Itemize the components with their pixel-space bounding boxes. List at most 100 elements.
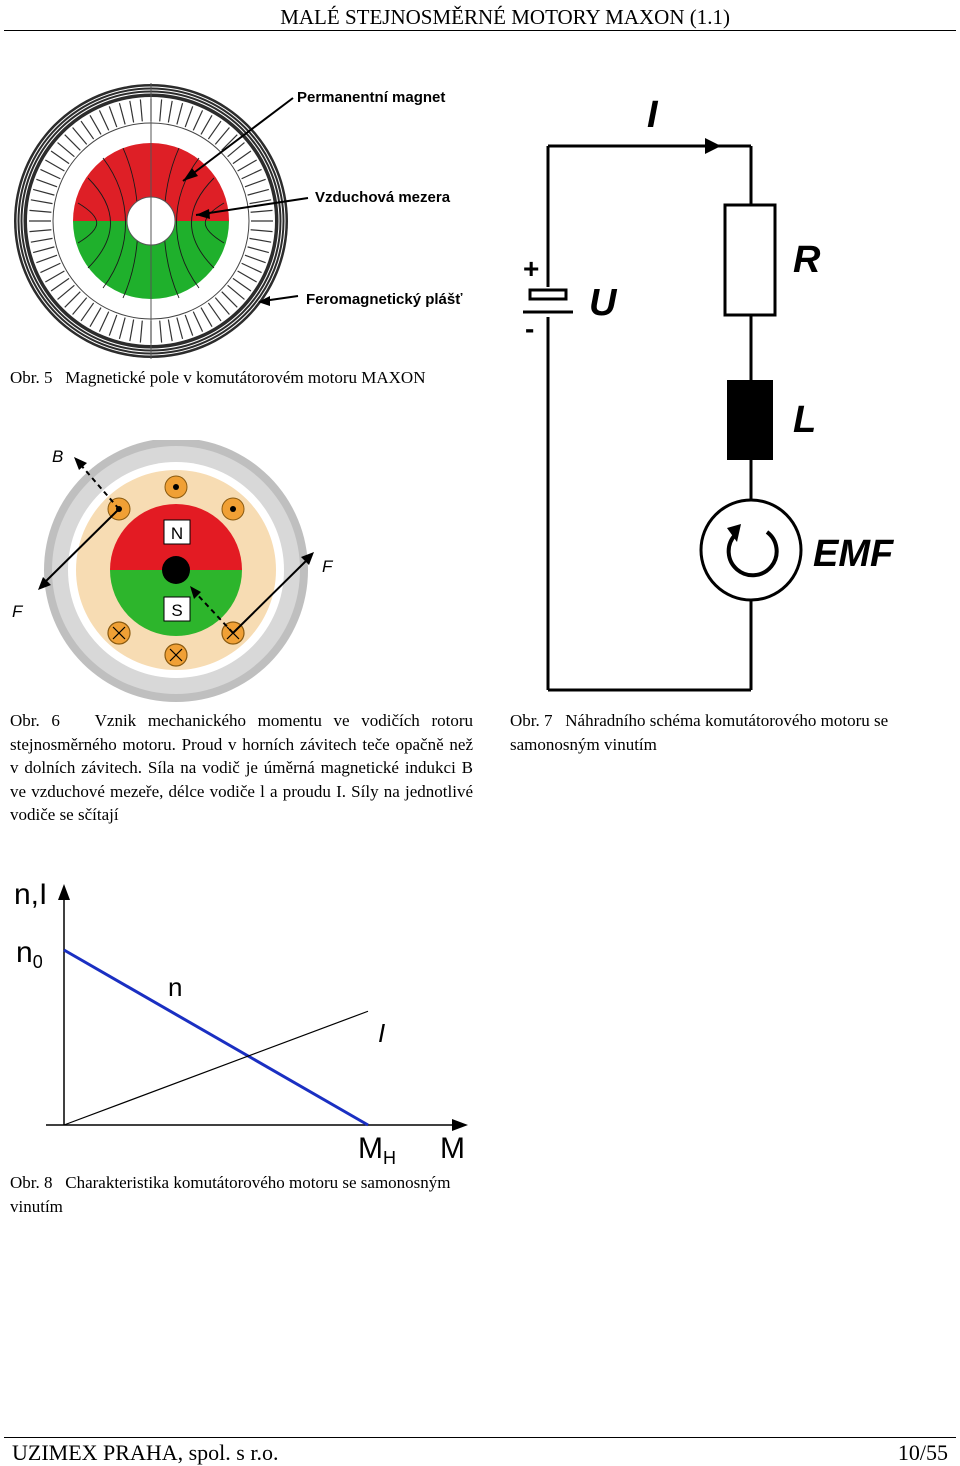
air-gap-tick [250, 229, 273, 233]
air-gap-tick [36, 254, 58, 264]
air-gap-tick [98, 110, 110, 131]
air-gap-tick [72, 127, 88, 145]
air-gap-tick [167, 100, 173, 123]
series-line-n [63, 948, 369, 1127]
label-F-left: F [12, 602, 24, 621]
x-tick-mh: MH [358, 1132, 396, 1168]
rotation-arrow [726, 530, 779, 578]
y-tick-n0: n0 [16, 936, 43, 972]
air-gap-tick [249, 199, 272, 205]
air-gap-tick [50, 150, 70, 165]
air-gap-tick [247, 188, 269, 196]
air-gap-tick [200, 307, 213, 327]
x-axis-arrow [452, 1119, 468, 1131]
series-line-i [63, 1010, 369, 1126]
rotor-axis [162, 556, 190, 584]
air-gap-tick [33, 246, 55, 254]
footer-page-number: 10/55 [897, 1440, 948, 1465]
air-gap-tick [29, 229, 52, 233]
label-south: S [171, 601, 182, 620]
label-U: U [589, 282, 618, 324]
figure-8-caption-number: Obr. 8 [10, 1173, 53, 1192]
emf-source [699, 498, 803, 602]
air-gap-tick [118, 103, 126, 125]
label-north: N [171, 524, 183, 543]
air-gap-tick [45, 270, 65, 283]
label-EMF: EMF [813, 533, 895, 575]
air-gap-tick [159, 99, 163, 122]
figure-5-caption-number: Obr. 5 [10, 368, 53, 387]
air-gap-tick [184, 314, 194, 336]
figure-7-equivalent-circuit: I + - U R L EMF [523, 94, 895, 692]
label-air-gap: Vzduchová mezera [315, 189, 451, 206]
label-plus: + [523, 253, 539, 284]
air-gap-tick [232, 150, 252, 165]
x-axis-label: M [440, 1132, 465, 1165]
air-gap-tick [129, 319, 135, 342]
figure-6-caption-number: Obr. 6 [10, 711, 60, 730]
air-gap-tick [139, 99, 143, 122]
air-gap-tick [89, 115, 102, 135]
series-label-i: I [378, 1018, 385, 1048]
label-I: I [647, 94, 659, 136]
air-gap-tick [167, 319, 173, 342]
air-gap-tick [50, 277, 70, 292]
label-L: L [793, 399, 816, 441]
air-gap-tick [249, 237, 272, 243]
air-gap-tick [237, 270, 257, 283]
figure-5-caption: Obr. 5 Magnetické pole v komutátorovém m… [10, 366, 473, 390]
air-gap-tick [108, 106, 118, 128]
air-gap-tick [244, 254, 266, 264]
air-gap-tick [241, 262, 262, 274]
air-gap-tick [241, 168, 262, 180]
air-gap-tick [40, 262, 61, 274]
label-ferromagnetic-shell: Feromagnetický plášť [306, 291, 463, 308]
figure-8-caption: Obr. 8 Charakteristika komutátorového mo… [10, 1171, 473, 1218]
footer-company: UZIMEX PRAHA, spol. s r.o. [12, 1440, 279, 1465]
battery-plate-positive [528, 288, 568, 301]
figure-6-caption-text: Vznik mechanického momentu ve vodičích r… [10, 711, 474, 824]
y-axis-label: n,I [14, 878, 47, 911]
x-tick-mh-sub: H [383, 1148, 396, 1168]
air-gap-tick [45, 159, 65, 172]
air-gap-tick [221, 291, 238, 308]
x-tick-mh-main: M [358, 1132, 383, 1165]
air-gap-tick [129, 100, 135, 123]
air-gap-tick [64, 291, 81, 308]
y-axis-arrow [58, 884, 70, 900]
air-gap-tick [89, 307, 102, 327]
figure-7-caption-number: Obr. 7 [510, 711, 553, 730]
air-gap-tick [108, 314, 118, 336]
air-gap-tick [30, 237, 53, 243]
chart-axes [46, 892, 460, 1126]
air-gap-tick [30, 199, 53, 205]
figure-5-caption-text: Magnetické pole v komutátorovém motoru M… [65, 368, 426, 387]
figure-7-caption-text: Náhradního schéma komutátorového motoru … [510, 711, 889, 754]
air-gap-tick [214, 127, 230, 145]
series-label-n: n [168, 972, 182, 1002]
y-tick-n0-sub: 0 [33, 952, 43, 972]
header-title: MALÉ STEJNOSMĚRNÉ MOTORY MAXON (1.1) [280, 5, 730, 29]
label-B: B [52, 447, 63, 466]
air-gap-tick [227, 284, 245, 300]
air-gap-tick [200, 115, 213, 135]
figure-8-caption-text: Charakteristika komutátorového motoru se… [10, 1173, 451, 1216]
resistor [723, 203, 777, 317]
air-gap-tick [139, 320, 143, 343]
air-gap-tick [232, 277, 252, 292]
air-gap-tick [192, 110, 204, 131]
air-gap-tick [247, 246, 269, 254]
air-gap-tick [184, 106, 194, 128]
air-gap-tick [57, 284, 75, 300]
air-gap-tick [207, 302, 222, 322]
label-permanent-magnet: Permanentní magnet [297, 89, 445, 106]
air-gap-tick [29, 209, 52, 213]
air-gap-tick [33, 188, 55, 196]
air-gap-tick [176, 317, 184, 339]
air-gap-tick [57, 142, 75, 158]
air-gap-tick [237, 159, 257, 172]
air-gap-tick [227, 142, 245, 158]
page-header: MALÉ STEJNOSMĚRNÉ MOTORY MAXON (1.1) [0, 4, 960, 30]
air-gap-tick [36, 178, 58, 188]
y-tick-n0-main: n [16, 936, 33, 969]
